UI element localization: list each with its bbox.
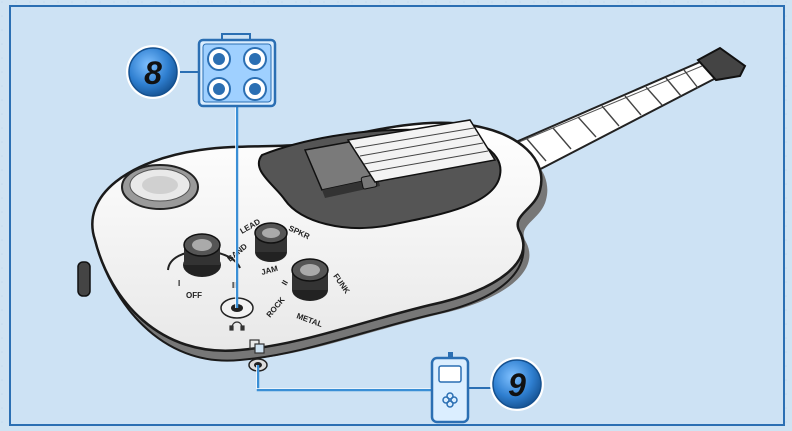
player-screen <box>438 365 462 383</box>
mode-knob[interactable] <box>254 222 288 262</box>
media-player <box>430 352 470 424</box>
volume-knob[interactable] <box>167 233 241 277</box>
headphone-icon <box>229 321 245 331</box>
style-label-ii: II <box>280 279 290 287</box>
player-cable <box>256 365 440 392</box>
volume-label-i: I <box>178 279 180 288</box>
logo-plate <box>121 164 199 210</box>
player-dpad-icon <box>442 392 458 408</box>
guitar: I OFF II BAND LEAD SPKR JAM ROCK METAL F… <box>77 46 747 372</box>
amp-handle <box>221 33 251 40</box>
mode-label-jam: JAM <box>260 264 279 277</box>
aux-input-icon <box>249 339 265 354</box>
volume-label-off: OFF <box>186 291 202 300</box>
cables <box>235 102 440 392</box>
callout-badge-9: 9 <box>490 357 544 411</box>
amplifier <box>197 33 277 108</box>
style-knob[interactable] <box>291 258 329 301</box>
side-jack <box>77 261 91 297</box>
guitar-headstock <box>696 46 747 82</box>
callout-number-8: 8 <box>144 55 162 91</box>
fret-plate <box>346 119 497 183</box>
amp-speakers <box>207 47 267 101</box>
callout-number-9: 9 <box>508 367 526 403</box>
callout-badge-8: 8 <box>126 45 180 99</box>
volume-label-ii: II <box>232 281 236 290</box>
